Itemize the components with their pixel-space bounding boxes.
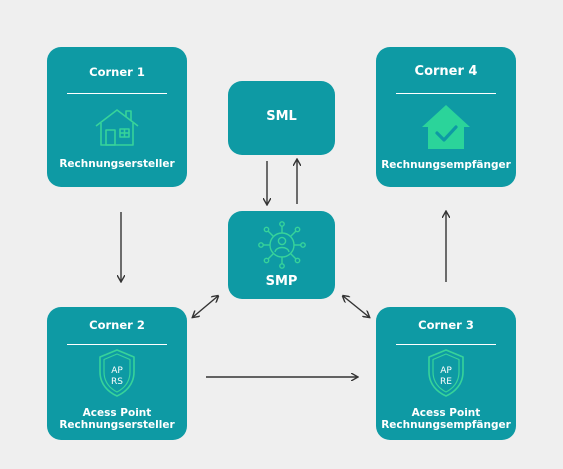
- corner3-divider: [396, 344, 496, 345]
- corner1-label: Rechnungsersteller: [59, 158, 175, 170]
- corner3-card: Corner 3 AP RE Acess Point Rechnungsempf…: [376, 307, 516, 440]
- shield-icon: [428, 349, 464, 397]
- corner3-badge-line1: AP: [440, 366, 452, 376]
- corner2-divider: [67, 344, 167, 345]
- corner3-title: Corner 3: [418, 318, 474, 332]
- corner4-divider: [396, 93, 496, 94]
- corner3-label-line1: Acess Point: [411, 407, 481, 419]
- corner2-label-line1: Acess Point: [82, 407, 152, 419]
- corner4-card: Corner 4 Rechnungsempfänger: [376, 47, 516, 187]
- corner2-card: Corner 2 AP RS Acess Point Rechnungserst…: [47, 307, 187, 440]
- corner2-badge-line1: AP: [111, 366, 123, 376]
- corner2-badge-line2: RS: [111, 377, 123, 387]
- corner3-badge-line2: RE: [440, 377, 452, 387]
- corner2-title: Corner 2: [89, 318, 145, 332]
- house-outline-icon: [95, 109, 139, 146]
- house-check-icon: [422, 105, 470, 149]
- corner2-label-line2: Rechnungsersteller: [59, 419, 175, 431]
- corner1-card: Corner 1 Rechnungsersteller: [47, 47, 187, 187]
- sml-card: SML: [228, 81, 335, 155]
- corner4-title: Corner 4: [414, 64, 478, 79]
- smp-card: SMP: [228, 211, 335, 299]
- shield-icon: [99, 349, 135, 397]
- corner1-title: Corner 1: [89, 65, 145, 79]
- arrow-smp-corner2: [193, 296, 218, 317]
- corner4-label: Rechnungsempfänger: [381, 159, 511, 171]
- smp-title: SMP: [265, 274, 298, 289]
- network-user-icon: [258, 221, 306, 269]
- sml-title: SML: [266, 109, 297, 124]
- arrow-smp-corner3: [343, 296, 369, 317]
- corner1-divider: [67, 93, 167, 94]
- corner3-label-line2: Rechnungsempfänger: [381, 419, 511, 431]
